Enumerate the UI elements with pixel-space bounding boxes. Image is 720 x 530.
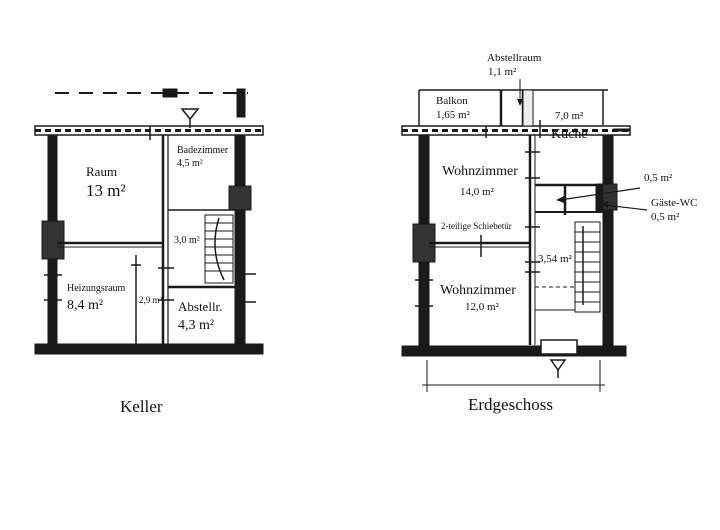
erdgeschoss-plan: [401, 79, 648, 392]
keller-right-chimney: [228, 185, 252, 211]
eg-abstellraum-area: 1,1 m²: [488, 66, 517, 78]
keller-triangle-symbol: [180, 108, 200, 121]
keller-raum-name: Raum: [86, 164, 118, 179]
eg-kueche-name: Küche: [551, 127, 588, 142]
keller-dashed-post: [236, 88, 246, 118]
keller-dashed-block: [162, 88, 178, 98]
keller-bad-name: Badezimmer: [177, 145, 229, 156]
keller-heizung-area: 8,4 m²: [67, 298, 104, 313]
keller-title: Keller: [120, 397, 163, 416]
eg-wohnzimmer2-area: 12,0 m²: [465, 301, 499, 313]
keller-left-chimney: [41, 220, 65, 260]
eg-title: Erdgeschoss: [468, 395, 553, 414]
keller-abstell-area: 4,3 m²: [178, 318, 215, 333]
eg-entrance-step: [540, 339, 578, 355]
eg-bottom-wall: [401, 345, 627, 357]
eg-right-wall: [602, 134, 614, 351]
eg-balkon-area: 1,65 m²: [436, 109, 470, 121]
keller-right-wall: [234, 134, 246, 346]
keller-heizung-name: Heizungsraum: [67, 283, 126, 294]
eg-stairs-area: 3,54 m²: [538, 253, 572, 265]
keller-bad-area: 4,5 m²: [177, 158, 203, 169]
keller-plan: [34, 88, 264, 355]
eg-wohnzimmer1-area: 14,0 m²: [460, 186, 494, 198]
keller-stairs-area: 3,0 m²: [174, 235, 200, 246]
keller-raum-area: 13 m²: [86, 181, 126, 200]
keller-dimension: 2,9 m²: [139, 295, 163, 305]
keller-stairs: [204, 214, 234, 284]
eg-gaeste-wc-area: 0,5 m²: [651, 211, 680, 223]
keller-bottom-wall: [34, 343, 264, 355]
eg-gaeste-wc-name: Gäste-WC: [651, 197, 698, 209]
keller-abstell-name: Abstellr.: [178, 299, 223, 314]
eg-entrance-arrow: [549, 359, 567, 372]
eg-abstellraum-name: Abstellraum: [487, 52, 542, 64]
eg-schiebetuer-label: 2-teilige Schiebetür: [441, 221, 512, 231]
eg-wohnzimmer2-name: Wohnzimmer: [440, 283, 516, 298]
eg-wohnzimmer1-name: Wohnzimmer: [442, 164, 518, 179]
wc-leader-arrow: [559, 187, 641, 201]
eg-balkon-name: Balkon: [436, 95, 468, 107]
eg-kueche-area: 7,0 m²: [555, 110, 584, 122]
eg-stairs: [574, 221, 601, 313]
eg-small-area-annotation: 0,5 m²: [644, 172, 673, 184]
